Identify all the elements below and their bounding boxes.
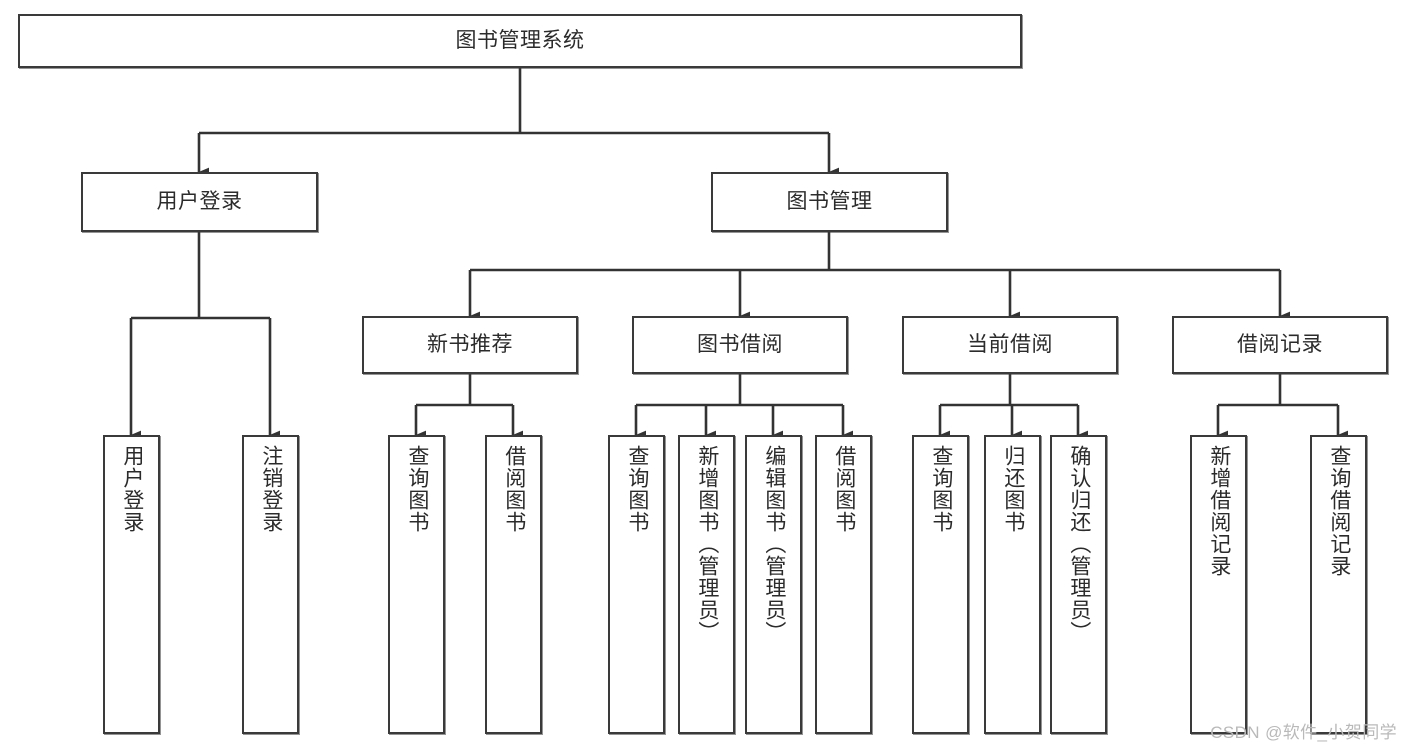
node-label: 新增借阅记录 bbox=[1207, 445, 1231, 577]
node-label: 归还图书 bbox=[1001, 445, 1025, 533]
node-user-login[interactable]: 用户登录 bbox=[81, 172, 318, 232]
node-root-图书管理系统[interactable]: 图书管理系统 bbox=[18, 14, 1022, 68]
node-label: 图书借阅 bbox=[697, 332, 783, 356]
node-leaf-logout[interactable]: 注销登录 bbox=[242, 435, 299, 734]
node-leaf-user-login[interactable]: 用户登录 bbox=[103, 435, 160, 734]
node-leaf-query-book-3[interactable]: 查询图书 bbox=[912, 435, 969, 734]
node-label: 当前借阅 bbox=[967, 332, 1053, 356]
node-book-management[interactable]: 图书管理 bbox=[711, 172, 948, 232]
node-leaf-add-record[interactable]: 新增借阅记录 bbox=[1190, 435, 1247, 734]
node-label: 借阅图书 bbox=[502, 445, 526, 533]
node-leaf-confirm-return[interactable]: 确认归还（管理员） bbox=[1050, 435, 1107, 734]
node-label: 查询图书 bbox=[625, 445, 649, 533]
edge-paths bbox=[129, 68, 1349, 440]
node-leaf-query-book-2[interactable]: 查询图书 bbox=[608, 435, 665, 734]
node-leaf-query-book-1[interactable]: 查询图书 bbox=[388, 435, 445, 734]
node-label: 编辑图书（管理员） bbox=[762, 445, 786, 643]
node-label: 新增图书（管理员） bbox=[695, 445, 719, 643]
node-leaf-return-book[interactable]: 归还图书 bbox=[984, 435, 1041, 734]
node-label: 用户登录 bbox=[156, 189, 243, 213]
node-label: 图书管理 bbox=[786, 189, 873, 213]
node-label: 图书管理系统 bbox=[455, 28, 585, 52]
node-label: 用户登录 bbox=[120, 445, 144, 533]
node-label: 确认归还（管理员） bbox=[1067, 445, 1091, 643]
node-label: 查询图书 bbox=[405, 445, 429, 533]
node-leaf-query-record[interactable]: 查询借阅记录 bbox=[1310, 435, 1367, 734]
node-label: 借阅图书 bbox=[832, 445, 856, 533]
node-book-borrow[interactable]: 图书借阅 bbox=[632, 316, 848, 374]
node-leaf-add-book[interactable]: 新增图书（管理员） bbox=[678, 435, 735, 734]
node-leaf-borrow-book-1[interactable]: 借阅图书 bbox=[485, 435, 542, 734]
node-leaf-borrow-book-2[interactable]: 借阅图书 bbox=[815, 435, 872, 734]
node-label: 注销登录 bbox=[259, 445, 283, 533]
node-current-borrow[interactable]: 当前借阅 bbox=[902, 316, 1118, 374]
node-label: 借阅记录 bbox=[1237, 332, 1323, 356]
node-label: 新书推荐 bbox=[427, 332, 513, 356]
node-leaf-edit-book[interactable]: 编辑图书（管理员） bbox=[745, 435, 802, 734]
node-borrow-record[interactable]: 借阅记录 bbox=[1172, 316, 1388, 374]
node-label: 查询图书 bbox=[929, 445, 953, 533]
node-new-book-recommend[interactable]: 新书推荐 bbox=[362, 316, 578, 374]
node-label: 查询借阅记录 bbox=[1327, 445, 1351, 577]
